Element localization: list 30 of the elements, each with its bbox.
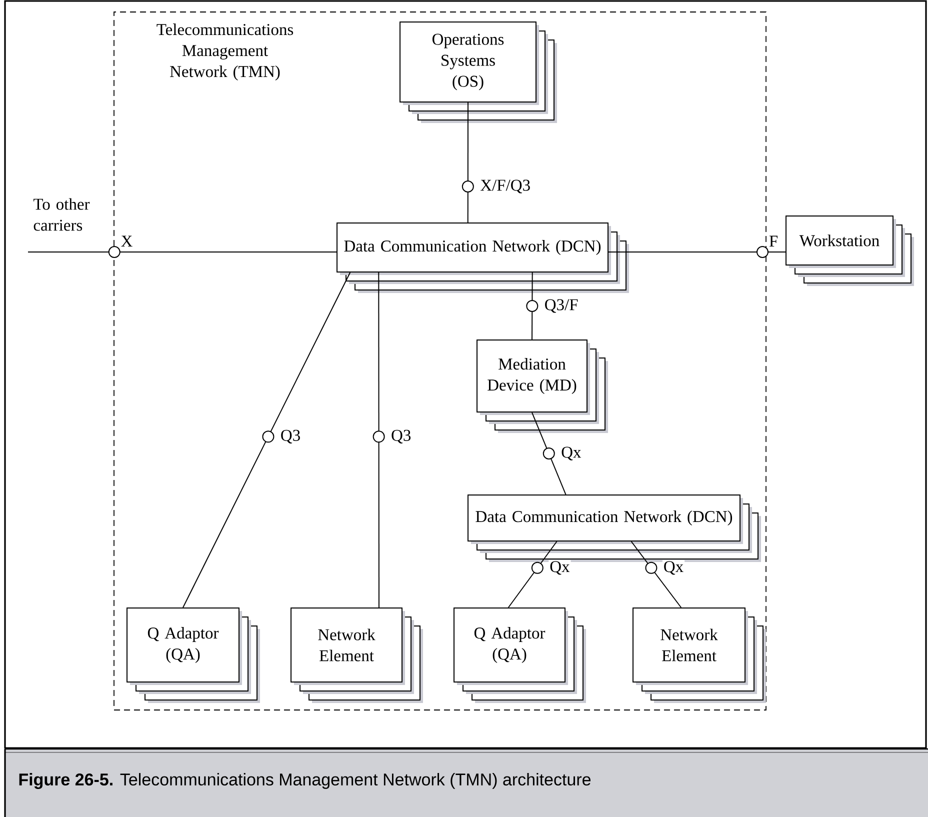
edge-label: X bbox=[120, 234, 134, 248]
edge-label: Qx bbox=[548, 560, 571, 576]
connector bbox=[462, 102, 474, 223]
stacked-box: Q Adaptor (QA) bbox=[126, 608, 260, 703]
connector bbox=[372, 272, 385, 608]
stacked-box: Workstation bbox=[786, 216, 914, 286]
connector bbox=[526, 272, 538, 340]
edge-label: Q3/F bbox=[543, 298, 580, 314]
connector bbox=[608, 246, 786, 258]
stacked-box: Data Communication Network (DCN) bbox=[468, 494, 761, 562]
connector bbox=[532, 412, 566, 495]
connector bbox=[630, 541, 682, 608]
stacked-box: Network Element bbox=[290, 608, 423, 703]
boundary-heading: Telecommunications Management Network (TMN) bbox=[156, 24, 294, 80]
edge-label: Q3 bbox=[279, 428, 302, 444]
stacked-box: Mediation Device (MD) bbox=[476, 340, 608, 433]
stacked-box: Data Communication Network (DCN) bbox=[336, 222, 629, 293]
edge-label: X/F/Q3 bbox=[479, 178, 532, 194]
stacked-box: Q Adaptor (QA) bbox=[454, 608, 586, 703]
connector bbox=[182, 272, 351, 608]
edge-label: F bbox=[768, 234, 780, 248]
stacked-box: Network Element bbox=[632, 608, 766, 703]
stacked-box: Operations Systems (OS) bbox=[400, 22, 557, 123]
connector bbox=[28, 246, 337, 258]
caption-bar: Figure 26-5. Telecommunications Management Network (TMN) architecture bbox=[4, 748, 928, 817]
connector bbox=[508, 541, 558, 608]
edge-label: Q3 bbox=[390, 428, 412, 444]
edge-label: Qx bbox=[560, 446, 582, 462]
edge-label: Qx bbox=[662, 560, 685, 576]
text-label: To other carriers bbox=[34, 198, 90, 231]
